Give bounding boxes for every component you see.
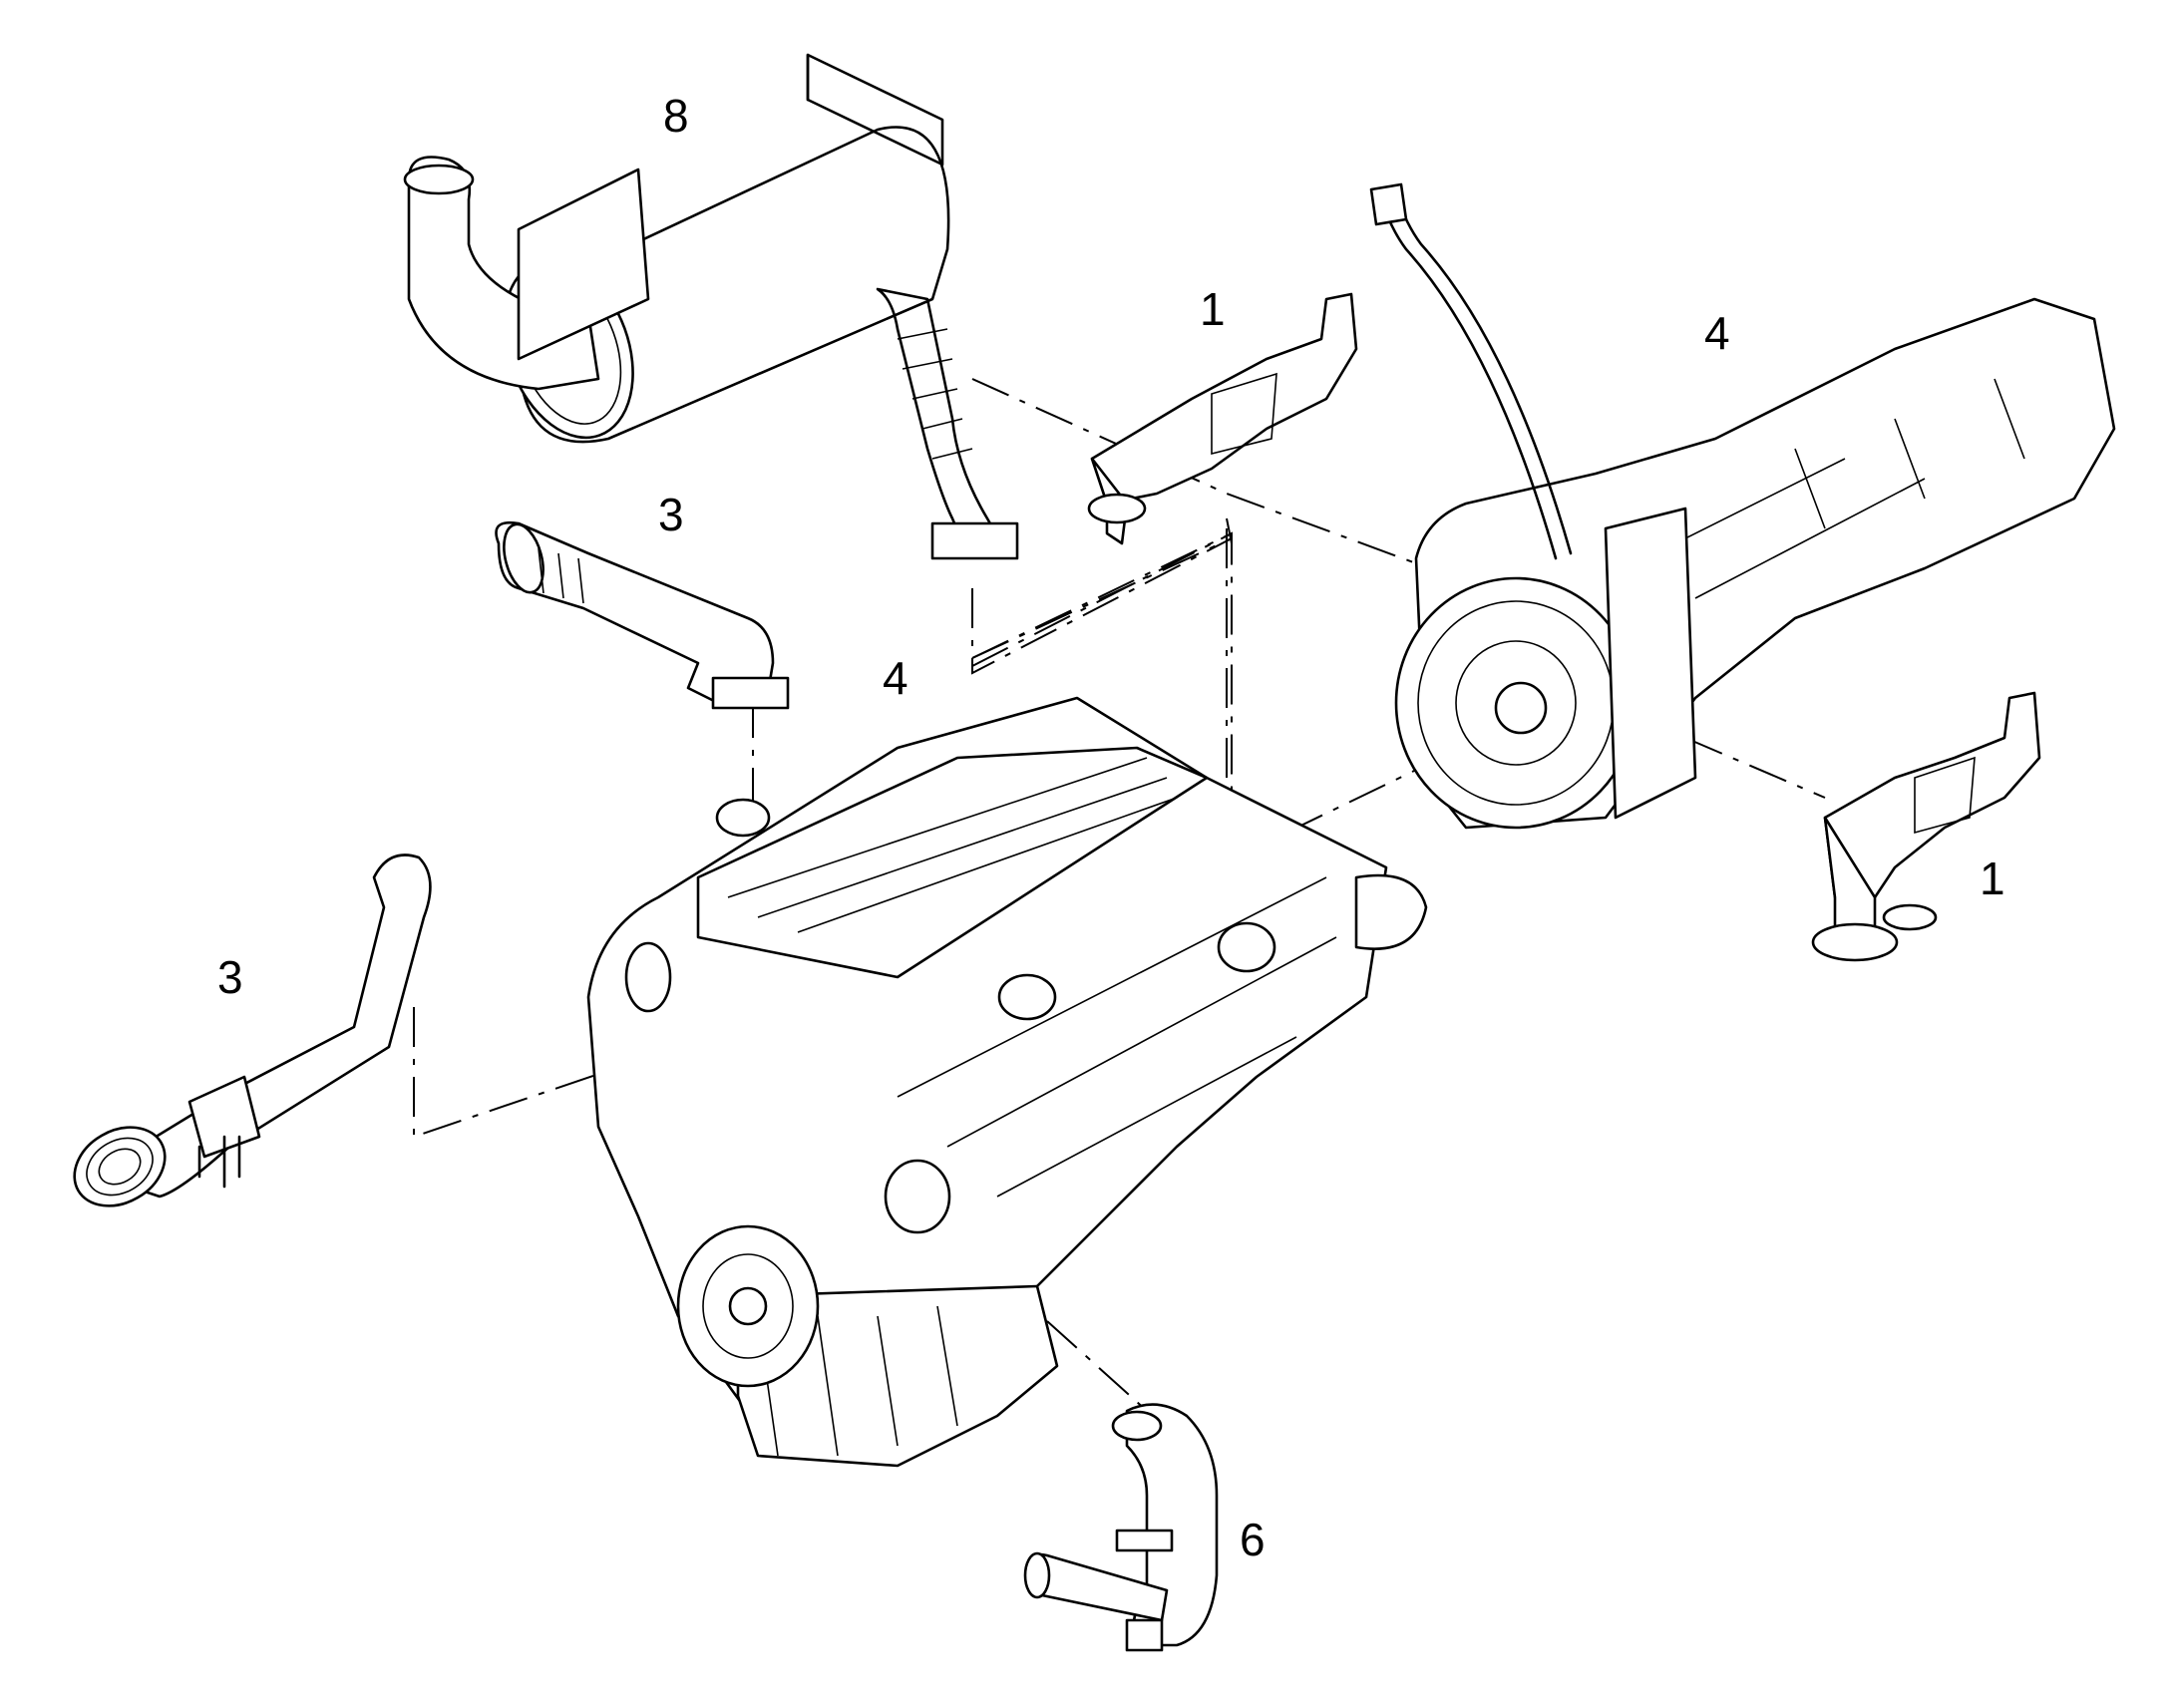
exhaust-silencer [403,53,1019,560]
callout-1-upper: 1 [1200,283,1226,335]
callout-3-upper: 3 [658,489,684,540]
engine [586,696,1428,1468]
exhaust-pipe-lower [73,854,432,1207]
transmission [1369,182,2116,830]
exhaust-pipe-upper [495,520,790,710]
callout-4-engine: 4 [883,652,908,704]
engine-mount-lower [1811,691,2041,962]
callout-8: 8 [663,90,689,142]
callout-1-lower: 1 [1980,853,2005,904]
oil-pipe [1023,1403,1219,1652]
callout-3-lower: 3 [217,951,243,1003]
callout-6: 6 [1240,1514,1266,1565]
engine-mount-upper [1087,292,1358,545]
callout-4-transmission: 4 [1704,307,1730,359]
